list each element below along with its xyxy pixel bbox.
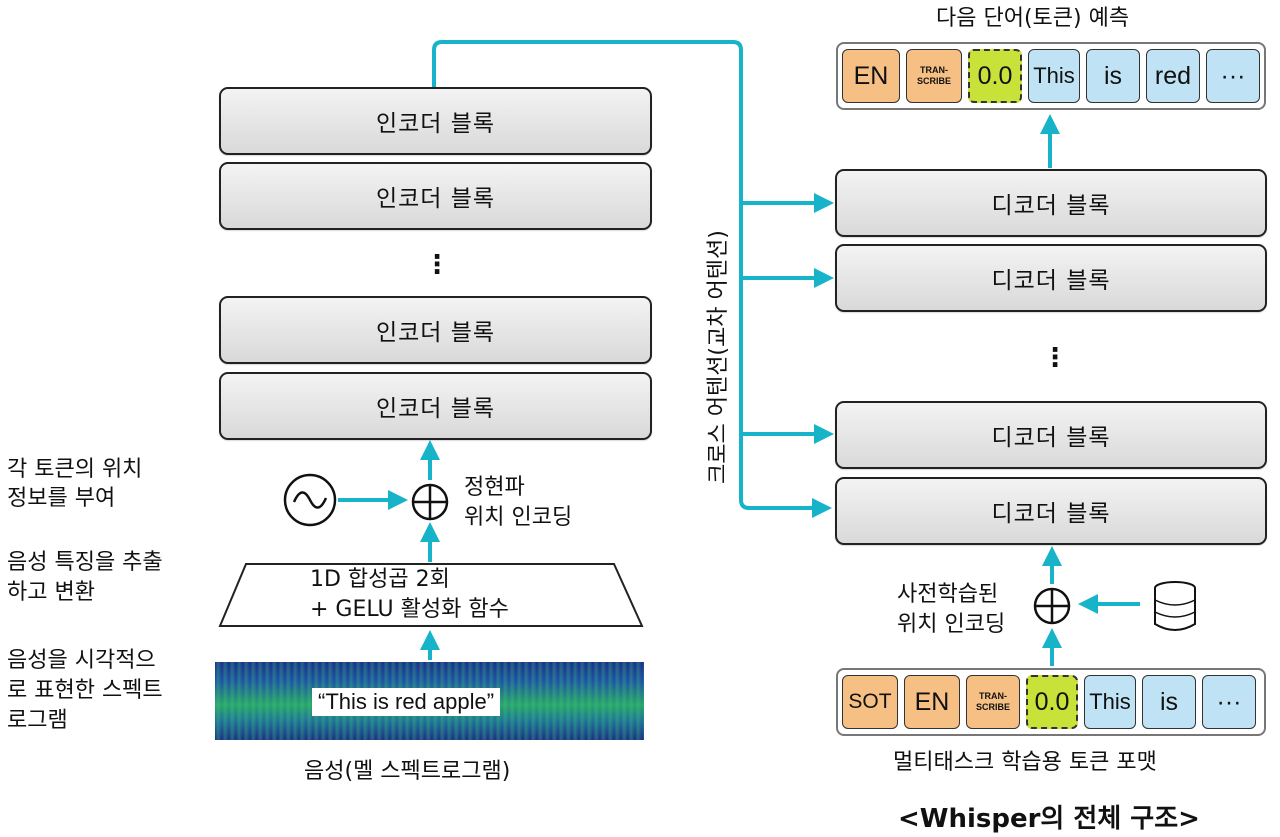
note-spectro-2: 로 표현한 스펙트 [7, 678, 163, 703]
encoder-block-3: 인코더 블록 [219, 296, 652, 364]
input-token-transcribe: TRAN- SCRIBE [966, 675, 1020, 729]
note-feature-2: 하고 변환 [7, 580, 95, 605]
input-token-bar: SOT EN TRAN- SCRIBE 0.0 This is ··· [836, 668, 1266, 736]
conv-trapezoid [218, 563, 644, 627]
spectrogram-caption: 음성(멜 스펙트로그램) [304, 759, 511, 784]
learned-pe-label-1: 사전학습된 [897, 582, 999, 607]
decoder-ellipsis: ⋮ [1042, 343, 1068, 373]
note-position-1: 각 토큰의 위치 [7, 457, 143, 482]
input-token-more: ··· [1202, 675, 1256, 729]
note-spectro-3: 로그램 [7, 708, 68, 733]
output-title: 다음 단어(토큰) 예측 [936, 6, 1130, 31]
output-token-en: EN [842, 49, 900, 103]
input-token-caption: 멀티태스크 학습용 토큰 포맷 [893, 750, 1157, 775]
encoder-ellipsis: ⋮ [424, 250, 450, 280]
decoder-block-2: 디코더 블록 [835, 244, 1267, 312]
sinusoid-icon [283, 473, 337, 527]
cross-attention-label: 크로스 어텐션(교차 어텐션) [706, 230, 731, 484]
decoder-block-3: 디코더 블록 [835, 401, 1267, 469]
input-token-timestamp: 0.0 [1026, 675, 1078, 729]
input-token-this: This [1084, 675, 1136, 729]
cross-attention-trunk [432, 40, 832, 518]
encoder-block-2: 인코더 블록 [219, 162, 652, 230]
conv-label-2: + GELU 활성화 함수 [310, 597, 509, 622]
diagram-caption: <Whisper의 전체 구조> [898, 804, 1200, 834]
conv-label-1: 1D 합성곱 2회 [310, 567, 450, 592]
input-token-en: EN [904, 675, 960, 729]
note-feature-1: 음성 특징을 추출 [7, 550, 163, 575]
encoder-block-4: 인코더 블록 [219, 372, 652, 440]
sinusoidal-pe-label-2: 위치 인코딩 [464, 505, 573, 530]
add-icon-encoder [411, 483, 449, 521]
output-token-bar: EN TRAN- SCRIBE 0.0 This is red ··· [836, 42, 1266, 110]
output-token-this: This [1028, 49, 1080, 103]
spectrogram-text: “This is red apple” [312, 688, 501, 716]
input-token-is: is [1142, 675, 1196, 729]
output-token-red: red [1146, 49, 1200, 103]
output-token-more: ··· [1206, 49, 1260, 103]
learned-pe-label-2: 위치 인코딩 [897, 612, 1006, 637]
add-icon-decoder [1033, 587, 1071, 625]
note-spectro-1: 음성을 시각적으 [7, 648, 156, 673]
output-token-transcribe: TRAN- SCRIBE [906, 49, 962, 103]
sinusoidal-pe-label-1: 정현파 [464, 475, 525, 500]
decoder-block-1: 디코더 블록 [835, 169, 1267, 237]
decoder-block-4: 디코더 블록 [835, 477, 1267, 545]
output-token-is: is [1086, 49, 1140, 103]
output-token-timestamp: 0.0 [968, 49, 1022, 103]
database-icon [1154, 581, 1196, 631]
input-token-sot: SOT [842, 675, 898, 729]
encoder-block-1: 인코더 블록 [219, 87, 652, 155]
note-position-2: 정보를 부여 [7, 486, 116, 511]
